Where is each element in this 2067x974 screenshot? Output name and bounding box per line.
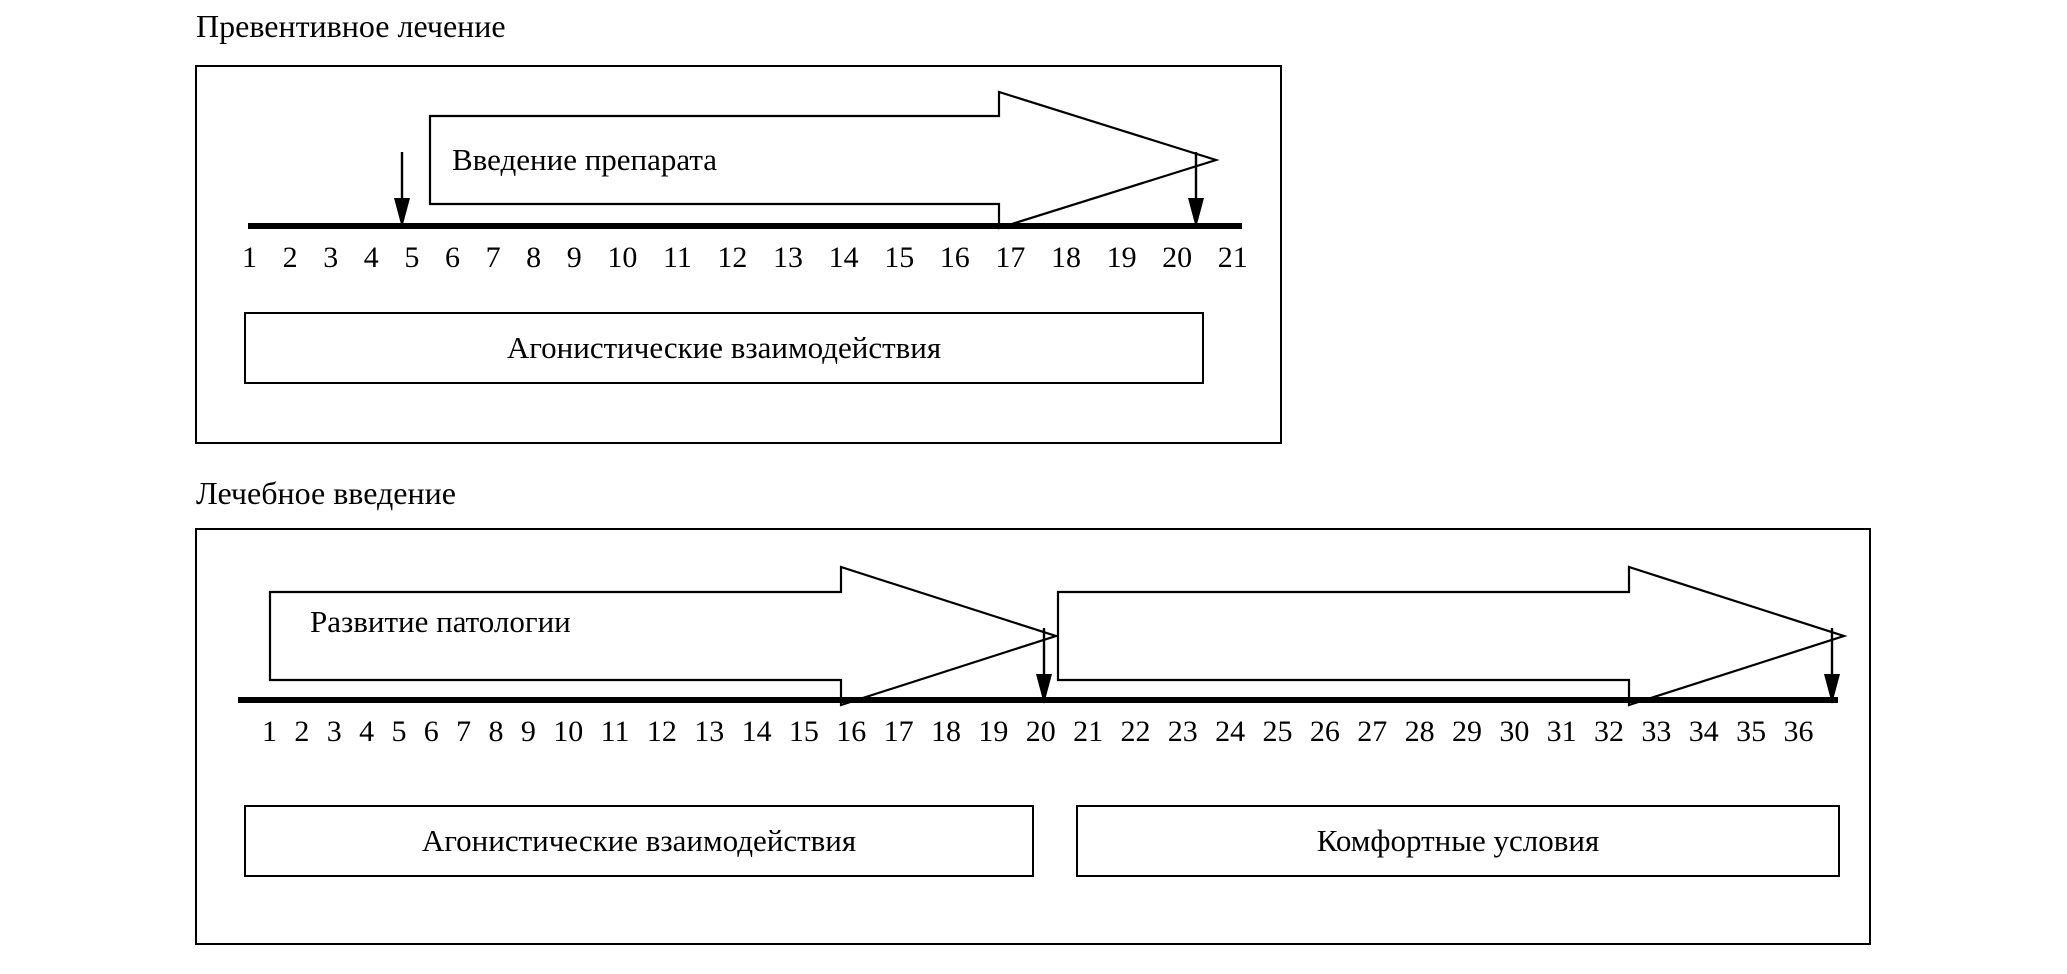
scale-tick-label: 21 [1217,241,1248,274]
panel-1-bottom-label-text: Агонистические взаимодействия [506,330,942,365]
scale-tick-label: 10 [607,241,638,274]
panel-2-bottom-label-left-text: Агонистические взаимодействия [421,823,857,858]
scale-tick-label: 35 [1736,715,1767,748]
scale-tick-label: 25 [1262,715,1293,748]
scale-tick-label: 14 [828,241,859,274]
panel-2-timeline-rule [238,697,1838,703]
scale-tick-label: 7 [456,715,472,748]
scale-tick-label: 5 [404,241,420,274]
scale-tick-label: 12 [717,241,748,274]
scale-tick-label: 7 [485,241,501,274]
scale-tick-label: 27 [1357,715,1388,748]
panel-1-marker-arrow-5 [394,152,410,228]
scale-tick-label: 13 [694,715,725,748]
panel-2-marker-arrow-36 [1824,628,1840,704]
scale-tick-label: 18 [931,715,961,748]
scale-tick-label: 17 [995,241,1026,274]
panel-1-bottom-label-box: Агонистические взаимодействия [244,312,1204,384]
panel-2-bottom-label-right-text: Комфортные условия [1316,823,1600,858]
scale-tick-label: 29 [1451,715,1482,748]
scale-tick-label: 24 [1215,715,1246,748]
scale-tick-label: 33 [1641,715,1672,748]
scale-tick-label: 17 [883,715,914,748]
scale-tick-label: 36 [1783,715,1814,748]
panel-1-caption: Превентивное лечение [196,8,506,44]
scale-tick-label: 8 [526,241,542,274]
scale-tick-label: 16 [836,715,867,748]
panel-1-block-arrow [428,90,1220,230]
scale-tick-label: 28 [1404,715,1435,748]
scale-tick-label: 10 [553,715,584,748]
scale-tick-label: 3 [323,241,339,274]
scale-tick-label: 26 [1309,715,1340,748]
scale-tick-label: 30 [1499,715,1530,748]
scale-tick-label: 2 [294,715,310,748]
scale-tick-label: 31 [1546,715,1577,748]
scale-tick-label: 20 [1162,241,1193,274]
panel-1-timeline-rule [248,223,1242,229]
scale-tick-label: 3 [326,715,342,748]
scale-tick-label: 2 [282,241,298,274]
scale-tick-label: 20 [1025,715,1056,748]
scale-tick-label: 6 [444,241,460,274]
scale-tick-label: 32 [1594,715,1625,748]
scale-tick-label: 22 [1120,715,1151,748]
panel-2-caption: Лечебное введение [196,475,456,511]
panel-2-arrow-1-label: Развитие патологии [310,604,571,639]
scale-tick-label: 1 [242,241,257,274]
panel-2-block-arrow-1 [268,565,1060,707]
panel-2-bottom-label-box-right: Комфортные условия [1076,805,1840,877]
scale-tick-label: 15 [884,241,915,274]
scale-tick-label: 4 [363,241,379,274]
scale-tick-label: 16 [939,241,970,274]
scale-tick-label: 18 [1050,241,1081,274]
scale-tick-label: 5 [391,715,407,748]
scale-tick-label: 1 [262,715,277,748]
scale-tick-label: 19 [978,715,1009,748]
scale-tick-label: 14 [741,715,772,748]
scale-tick-label: 6 [423,715,439,748]
scale-tick-label: 15 [788,715,819,748]
panel-2-bottom-label-box-left: Агонистические взаимодействия [244,805,1034,877]
panel-2-block-arrow-2 [1056,565,1848,707]
scale-tick-label: 4 [359,715,375,748]
scale-tick-label: 9 [566,241,582,274]
panel-1-arrow-label: Введение препарата [452,142,718,177]
panel-2-marker-arrow-20 [1036,628,1052,704]
scale-tick-label: 34 [1688,715,1719,748]
scale-tick-label: 13 [773,241,804,274]
scale-tick-label: 11 [600,715,630,748]
scale-tick-label: 21 [1073,715,1104,748]
scale-tick-label: 11 [662,241,692,274]
scale-tick-label: 19 [1106,241,1137,274]
scale-tick-label: 9 [520,715,536,748]
scale-tick-label: 12 [646,715,677,748]
scale-tick-label: 23 [1167,715,1198,748]
panel-1-marker-arrow-21 [1188,152,1204,228]
scale-tick-label: 8 [488,715,504,748]
